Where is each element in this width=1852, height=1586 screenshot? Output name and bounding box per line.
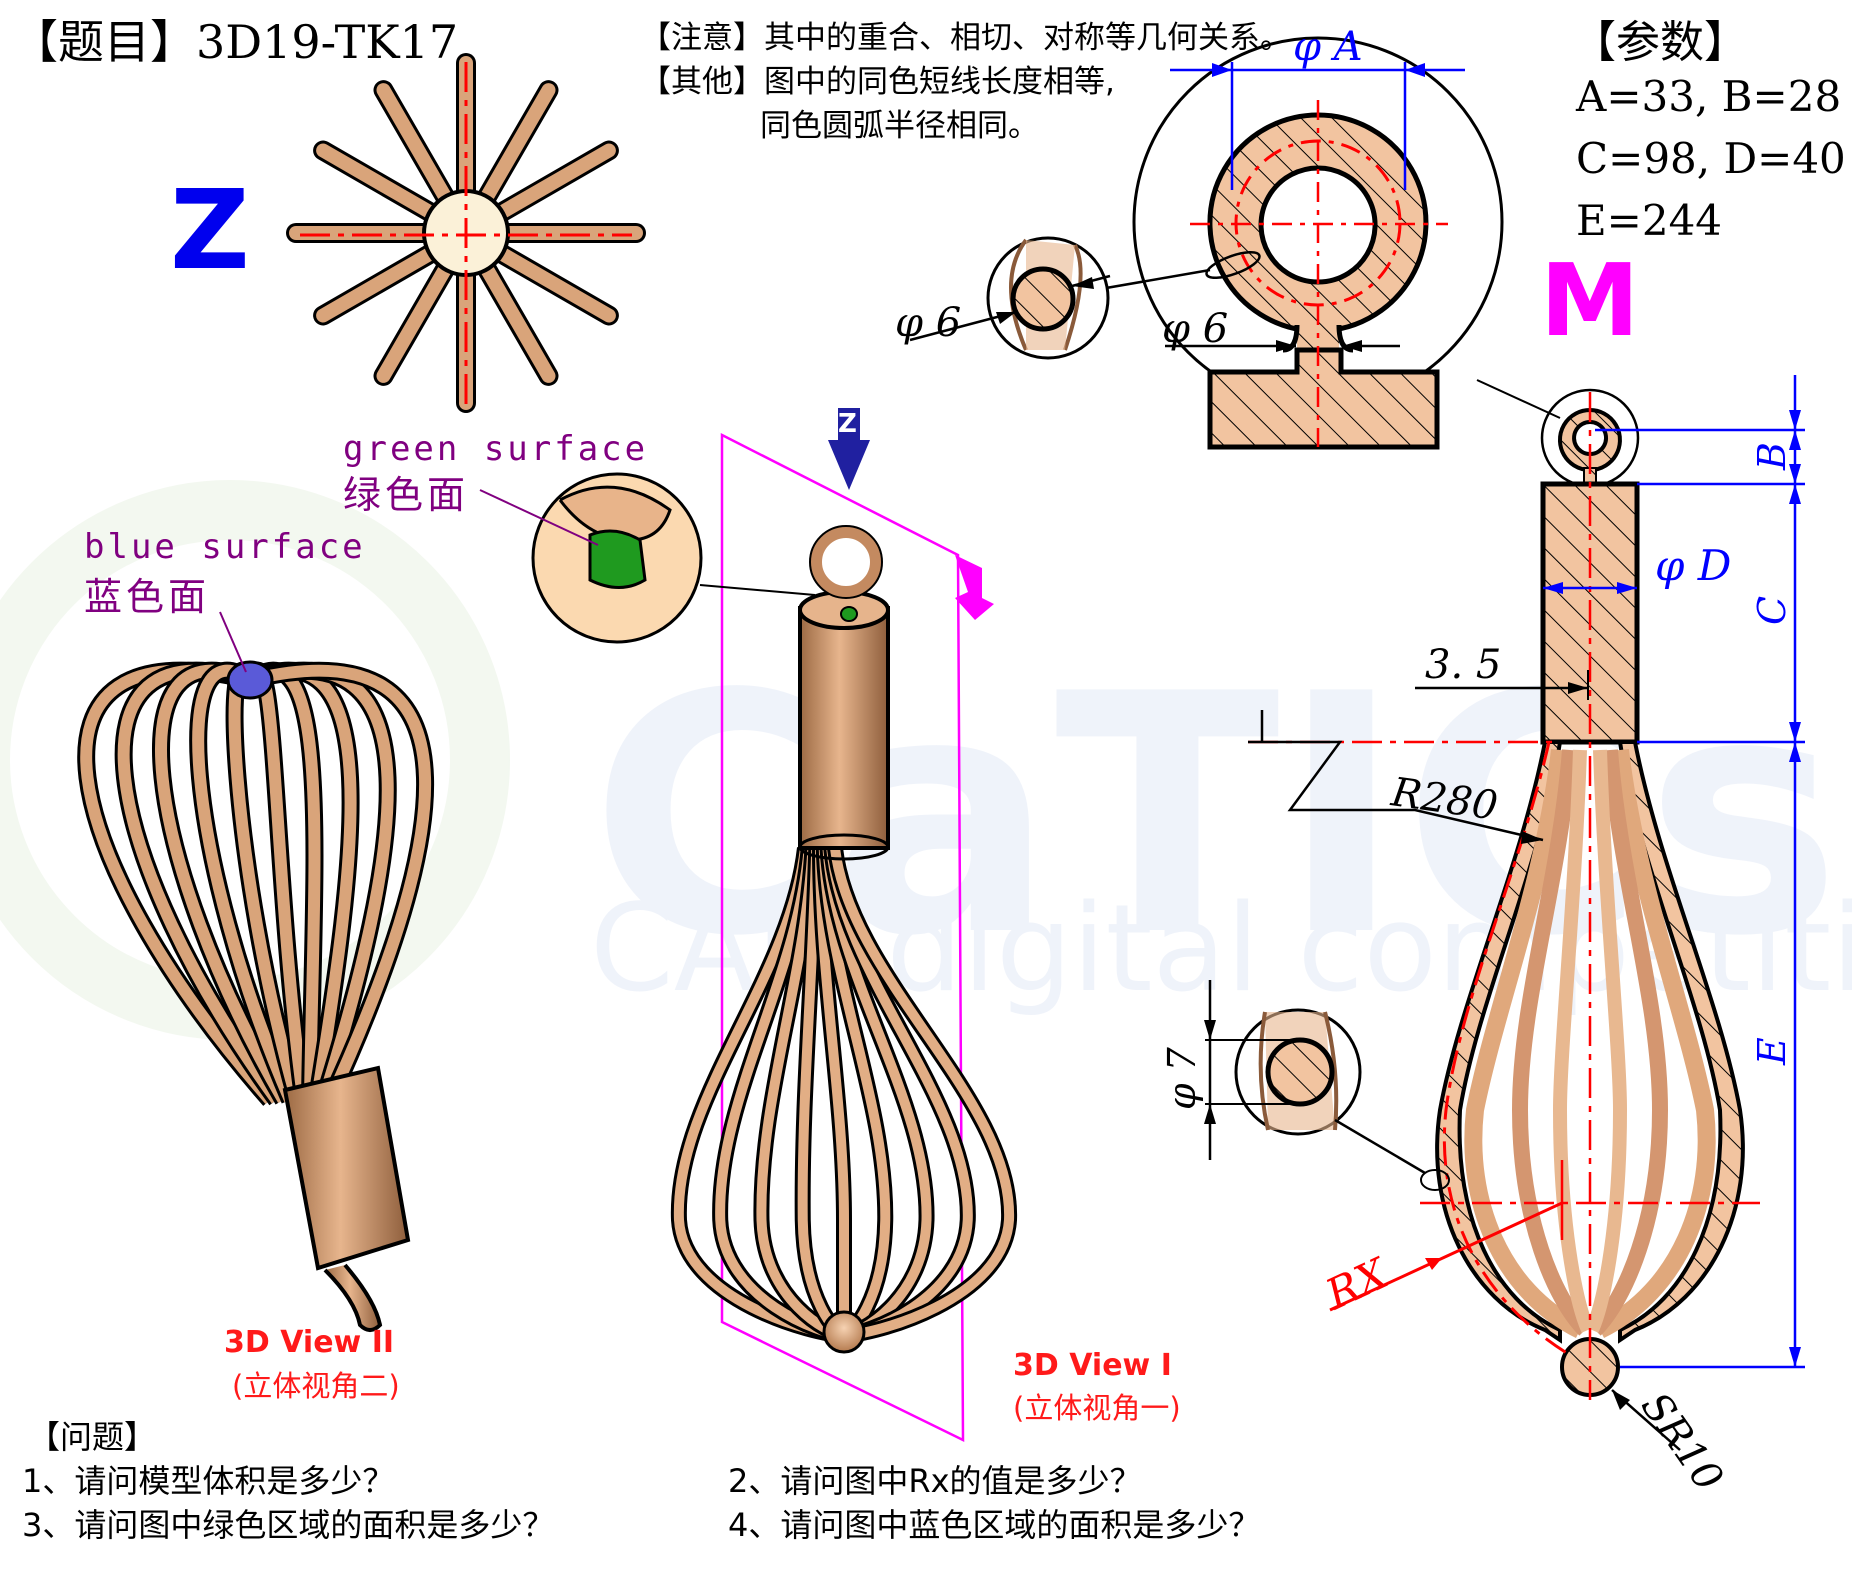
- green-surface-cn: 绿色面: [343, 473, 469, 517]
- dim-B: B: [1750, 442, 1794, 471]
- params-line-2: C=98, D=40: [1576, 134, 1846, 183]
- dim-3-5: 3. 5: [1425, 642, 1501, 688]
- top-spoke-fill: [493, 143, 616, 220]
- green-surface-en: green surface: [343, 429, 648, 469]
- blue-surface-en: blue surface: [84, 527, 366, 567]
- view1-whisk: Z: [670, 408, 1018, 1443]
- dim-SR10: SR10: [1632, 1384, 1732, 1499]
- view2-title-en: 3D View II: [224, 1325, 394, 1360]
- question-3: 3、请问图中绿色区域的面积是多少？: [22, 1506, 555, 1544]
- question-2: 2、请问图中Rx的值是多少？: [728, 1462, 1142, 1500]
- detail-wire-section: [909, 236, 1111, 360]
- params-line-1: A=33, B=28: [1576, 72, 1842, 121]
- z-view-letter: Z: [170, 166, 250, 294]
- question-1: 1、请问模型体积是多少？: [22, 1462, 395, 1500]
- view2-whisk: [77, 611, 434, 1332]
- note-line-3: 同色圆弧半径相同。: [760, 108, 1039, 144]
- section-view-m: [1204, 375, 1805, 1451]
- view2-wire-fill: [248, 664, 431, 1103]
- top-spoke-fill: [376, 83, 453, 206]
- view1-wire-fill: [797, 847, 846, 1340]
- note-line-2: 【其他】图中的同色短线长度相等,: [640, 64, 1115, 100]
- top-spoke-fill: [316, 143, 439, 220]
- view1-cage: [670, 847, 1018, 1343]
- detail-eye-section: [1082, 36, 1504, 450]
- green-surface: [588, 529, 647, 589]
- top-spoke-fill: [479, 83, 556, 206]
- svg-text:Z: Z: [838, 409, 857, 439]
- top-spoke-fill: [493, 246, 616, 323]
- dim-phiA: φ A: [1293, 24, 1363, 70]
- dim-C: C: [1750, 596, 1794, 625]
- view2-cage: [77, 661, 434, 1106]
- blue-surface: [226, 660, 274, 700]
- view2-wire-fill: [192, 664, 296, 1103]
- view1-wire-fill: [818, 847, 891, 1340]
- view1-eye: [810, 526, 882, 598]
- view2-handle: [282, 1065, 411, 1271]
- green-surface-small: [840, 606, 858, 622]
- params-line-3: E=244: [1576, 196, 1723, 245]
- dim-phi6-wire: φ 6: [895, 300, 961, 346]
- question-4: 4、请问图中蓝色区域的面积是多少？: [728, 1506, 1261, 1544]
- view2-wire-fill: [155, 664, 289, 1104]
- dim-phiD: φ D: [1655, 541, 1731, 590]
- blue-surface-cn: 蓝色面: [84, 575, 210, 619]
- m-view-letter: M: [1540, 242, 1640, 359]
- top-view-z: [286, 53, 646, 413]
- view1-wire-fill: [715, 847, 845, 1340]
- top-spoke-fill: [479, 260, 556, 383]
- dim-phi6-neck: φ 6: [1162, 306, 1228, 352]
- view1-title-en: 3D View I: [1013, 1348, 1172, 1383]
- top-spoke-fill: [376, 260, 453, 383]
- params-header: 【参数】: [1572, 17, 1748, 68]
- dim-phi7: φ 7: [1160, 1046, 1204, 1110]
- whisk-wires-top: [286, 53, 646, 413]
- dim-E: E: [1750, 1037, 1794, 1066]
- view1-wire-fill: [830, 847, 1015, 1340]
- green-surface-detail: [479, 472, 816, 644]
- page-title: 【题目】3D19-TK17: [12, 15, 459, 69]
- m-plane: [720, 432, 965, 1443]
- view2-title-cn: (立体视角二): [232, 1369, 400, 1403]
- view1-handle: [798, 606, 890, 850]
- questions-header: 【问题】: [28, 1418, 157, 1456]
- view1-title-cn: (立体视角一): [1013, 1391, 1181, 1425]
- view1-wire-fill: [822, 847, 932, 1340]
- top-spoke-fill: [316, 246, 439, 323]
- view1-wire-fill: [756, 847, 845, 1340]
- note-line-1: 【注意】其中的重合、相切、对称等几何关系。: [640, 20, 1291, 56]
